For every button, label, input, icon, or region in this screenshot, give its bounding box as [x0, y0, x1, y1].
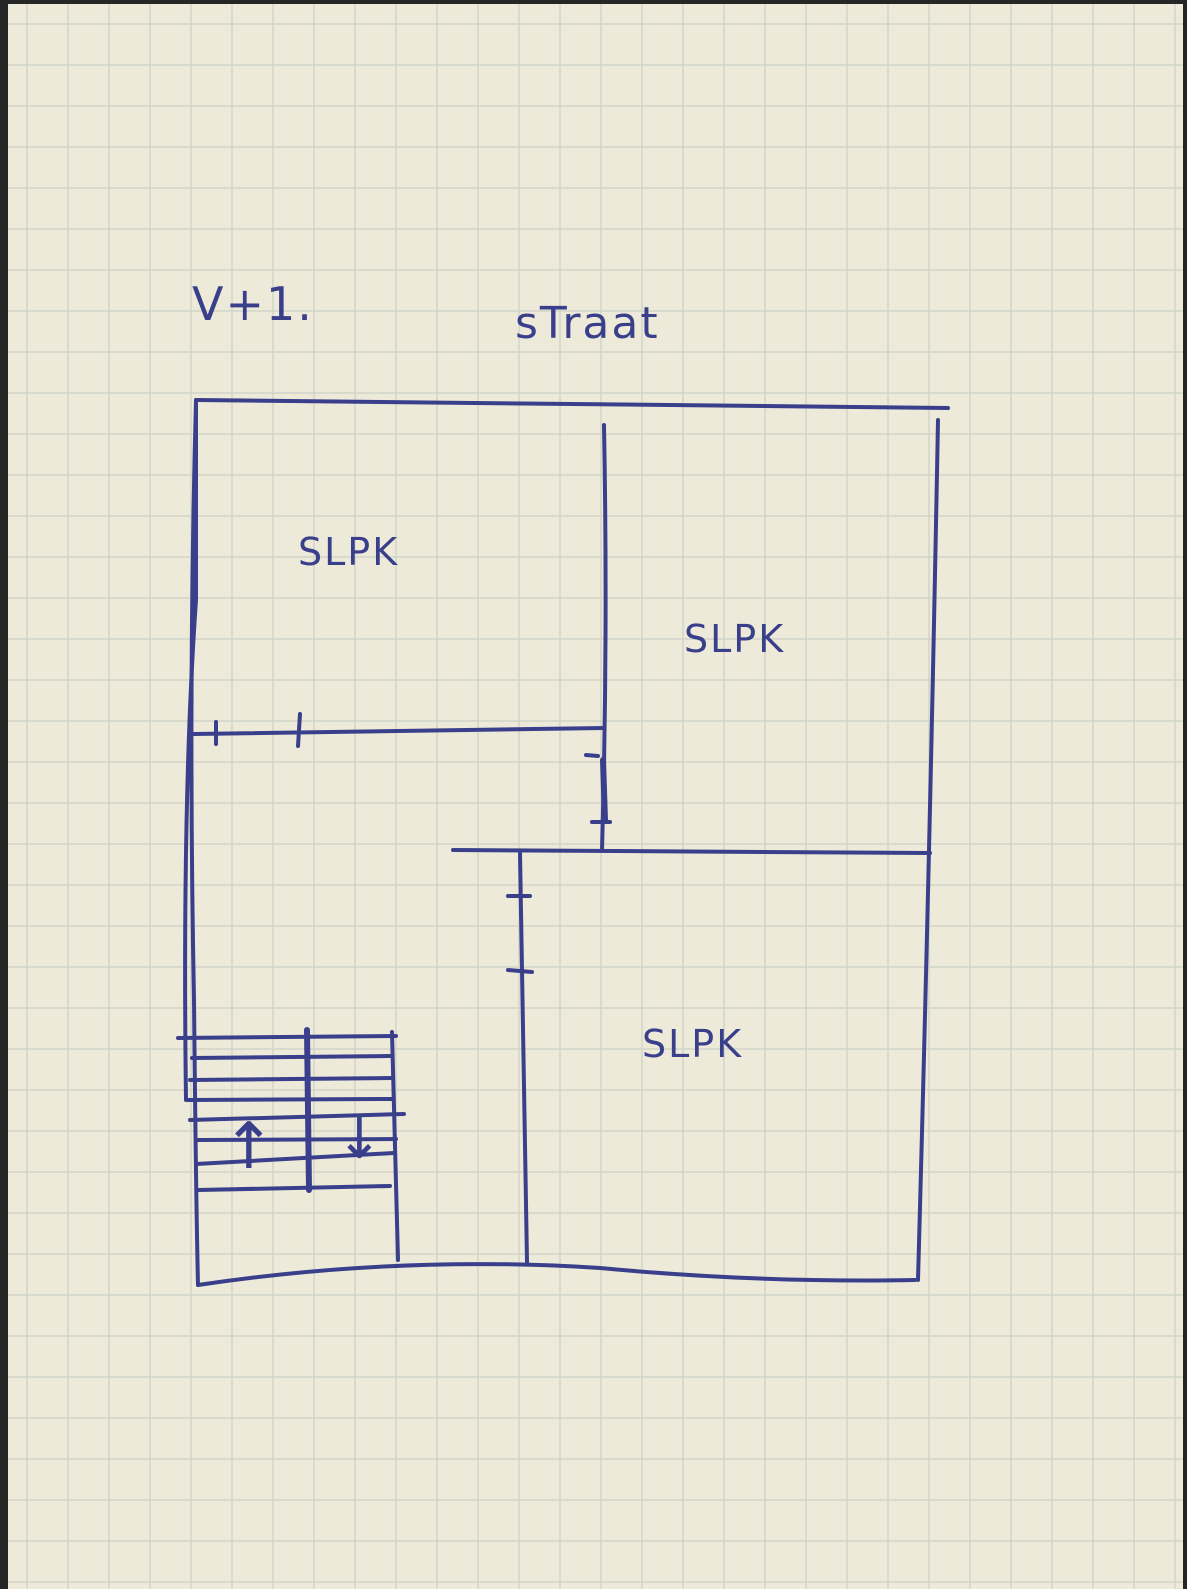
outer-wall-left [189, 398, 200, 1287]
room-label-bedroom-right: SLPK [684, 617, 785, 661]
stair-outline-right [390, 1030, 400, 1262]
door-tick [296, 712, 302, 748]
paper-sheet [8, 4, 1183, 1589]
stair-step [194, 1137, 398, 1142]
stair-step [190, 1054, 392, 1060]
outer-wall-bottom [196, 1262, 917, 1287]
door-swing-line [600, 757, 608, 823]
street-label: sTraat [515, 298, 660, 349]
stair-step [194, 1151, 396, 1166]
stair-step [188, 1112, 406, 1122]
stair-center-divider [304, 1027, 312, 1193]
grid-lines [8, 4, 1183, 1589]
stair-step [176, 1034, 398, 1040]
floor-label: V+1. [192, 277, 314, 331]
door-tick [584, 753, 600, 758]
room-label-bedroom-bottom-right: SLPK [642, 1022, 743, 1066]
floor-plan [176, 398, 950, 1287]
outer-wall-right [916, 418, 940, 1282]
wall-vertical-lower [518, 851, 529, 1264]
wall-horizontal-upper [192, 726, 606, 736]
room-label-bedroom-top-left: SLPK [298, 530, 399, 574]
outer-wall-left-double [183, 403, 198, 1102]
stair-step [186, 1097, 394, 1102]
wall-horizontal-middle [451, 848, 932, 855]
door-tick [506, 968, 534, 974]
stair-step [196, 1184, 392, 1192]
outer-wall-top [194, 398, 950, 410]
stairs-up-arrow-icon: ↑ [222, 1110, 278, 1184]
stairs-down-arrow-icon: ↓ [336, 1107, 385, 1172]
stair-step [188, 1076, 394, 1082]
